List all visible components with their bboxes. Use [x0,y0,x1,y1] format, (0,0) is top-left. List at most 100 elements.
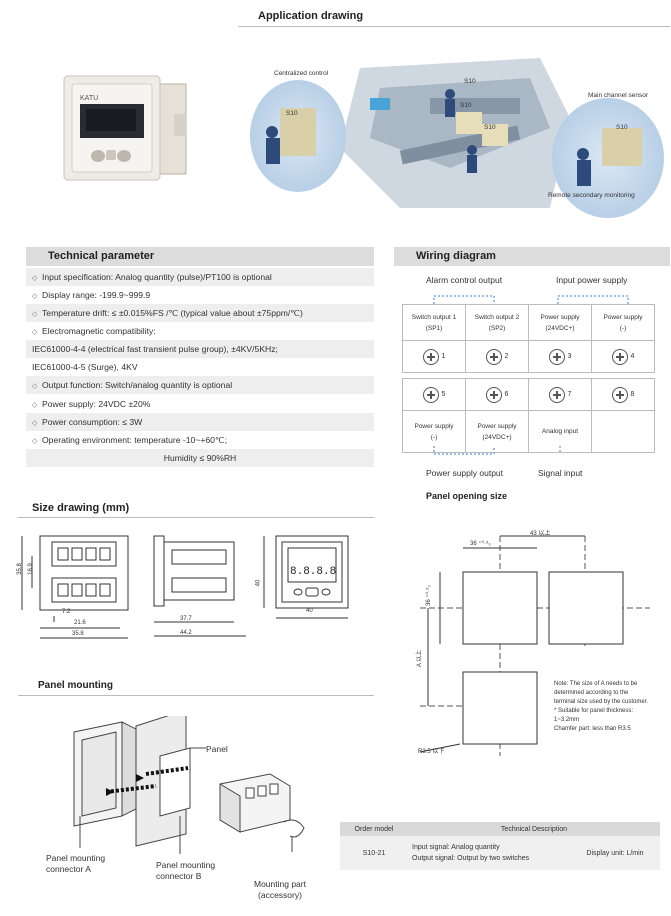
mounting-divider [18,695,374,696]
tech-row-text: Display range: -199.9~999.9 [42,290,151,300]
terminal-cell: 4 [591,340,655,373]
tech-row: IEC61000-4-5 (Surge), 4KV [26,358,374,376]
dim-43: 43 以上 [530,531,551,537]
wiring-cell: Power supply(-) [591,304,655,341]
tech-row-text: Input specification: Analog quantity (pu… [42,272,272,282]
tech-row: IEC61000-4-4 (electrical fast transient … [26,340,374,358]
terminal-cell: 3 [528,340,592,373]
tech-row-text: Power consumption: ≤ 3W [42,417,143,427]
display-digits: 8.8.8.8 [290,566,336,578]
signal-input-label: Signal input [538,468,583,478]
dim-36-vert: 36 ⁺⁰·⁵₀ [425,585,432,606]
tech-row-text: Temperature drift: ≤ ±0.015%FS /℃ (typic… [42,308,303,318]
panel-opening-svg [419,535,650,756]
bullet-icon: ◇ [32,402,38,409]
screw-icon [422,348,439,365]
screw-icon [485,348,502,365]
application-divider [238,26,670,27]
tech-row: ◇ Temperature drift: ≤ ±0.015%FS /℃ (typi… [26,304,374,322]
order-model: S10-21 [340,836,408,870]
tech-row: ◇ Electromagnetic compatibility: [26,322,374,340]
bullet-icon: ◇ [32,383,38,390]
application-title: Application drawing [258,10,364,22]
device-brand: KATU [80,95,98,102]
device-photo: KATU [62,74,194,184]
tech-row-text: IEC61000-4-4 (electrical fast transient … [32,344,278,354]
screw-icon [548,348,565,365]
mounting-part-label: Mounting part(accessory) [254,879,306,900]
size-divider [18,517,374,518]
wiring-cell: Analog input [528,410,592,453]
dim-442: 44.2 [180,630,192,636]
dim-169: 16.9 [27,563,34,575]
s10-label-1: S10 [286,110,298,117]
dim-40-vert: 40 [255,579,262,587]
application-illustration: Centralized control Main channel sensor … [250,58,670,218]
bullet-icon: ◇ [32,275,38,282]
wiring-header-bar: Wiring diagram [394,247,670,266]
power-output-label: Power supply output [426,468,504,478]
bullet-icon: ◇ [32,420,38,427]
tech-row-text: Output function: Switch/analog quantity … [42,380,233,390]
terminal-cell: 7 [528,378,592,411]
tech-row: ◇ Display range: -199.9~999.9 [26,286,374,304]
tech-row: ◇ Power supply: 24VDC ±20% [26,395,374,413]
dim-36-horiz: 36 ⁺⁰·⁵₀ [470,541,491,547]
mounting-illustration [73,716,305,854]
s10-label-5: S10 [616,124,628,131]
screw-icon [611,386,628,403]
tech-row: Humidity ≤ 90%RH [26,449,374,467]
order-table: Order model Technical Description S10-21… [340,822,660,870]
input-power-label: Input power supply [556,275,628,285]
remote-monitoring-label: Remote secondary monitoring [548,192,635,199]
screw-icon [611,348,628,365]
size-title: Size drawing (mm) [32,502,130,514]
main-channel-sensor-label: Main channel sensor [588,92,648,99]
alarm-output-label: Alarm control output [426,275,503,285]
wiring-cell: Power supply(24VDC+) [528,304,592,341]
wiring-title: Wiring diagram [416,250,496,262]
dim-377: 37.7 [180,616,192,622]
terminal-cell: 5 [402,378,466,411]
wiring-cell: Power supply(-) [402,410,466,453]
screw-icon [485,386,502,403]
wiring-cell: Switch output 1(SP1) [402,304,466,341]
tech-row-text: Power supply: 24VDC ±20% [42,399,151,409]
order-unit: Display unit: L/min [570,836,660,870]
dim-216: 21.6 [74,620,86,626]
terminal-cell: 8 [591,378,655,411]
bullet-icon: ◇ [32,438,38,445]
bullet-icon: ◇ [32,293,38,300]
size-drawing-svg: 8.8.8.8 [21,535,349,639]
tech-row: ◇ Operating environment: temperature -10~… [26,431,374,449]
tech-row-text: Humidity ≤ 90%RH [163,453,237,463]
dim-r35: R3.5 以下 [418,749,445,755]
tech-row-text: IEC61000-4-5 (Surge), 4KV [32,362,138,372]
dim-358-vert: 35.8 [16,563,23,575]
wiring-cell: Power supply(24VDC+) [465,410,529,453]
s10-label-2: S10 [464,78,476,85]
tech-row: ◇ Output function: Switch/analog quantity… [26,376,374,394]
dim-358-horiz: 35.8 [72,631,84,637]
panel-opening-title: Panel opening size [426,491,508,501]
terminal-cell: 6 [465,378,529,411]
wiring-cell [591,410,655,453]
tech-row: ◇ Input specification: Analog quantity (p… [26,268,374,286]
wiring-table: Switch output 1(SP1) Switch output 2(SP2… [402,304,655,453]
bullet-icon: ◇ [32,329,38,336]
s10-label-4: S10 [484,124,496,131]
tech-row-text: Operating environment: temperature -10~+… [42,435,227,445]
panel-note: Note: The size of A needs to be determin… [554,681,649,732]
tech-header-bar: Technical parameter [26,247,374,266]
screw-icon [548,386,565,403]
terminal-cell: 1 [402,340,466,373]
tech-row-text: Electromagnetic compatibility: [42,326,156,336]
dim-72: 7.2 [62,609,71,615]
bullet-icon: ◇ [32,311,38,318]
dim-40-horiz: 40 [306,608,313,614]
order-header-desc: Technical Description [408,822,660,836]
centralized-control-label: Centralized control [274,70,329,77]
